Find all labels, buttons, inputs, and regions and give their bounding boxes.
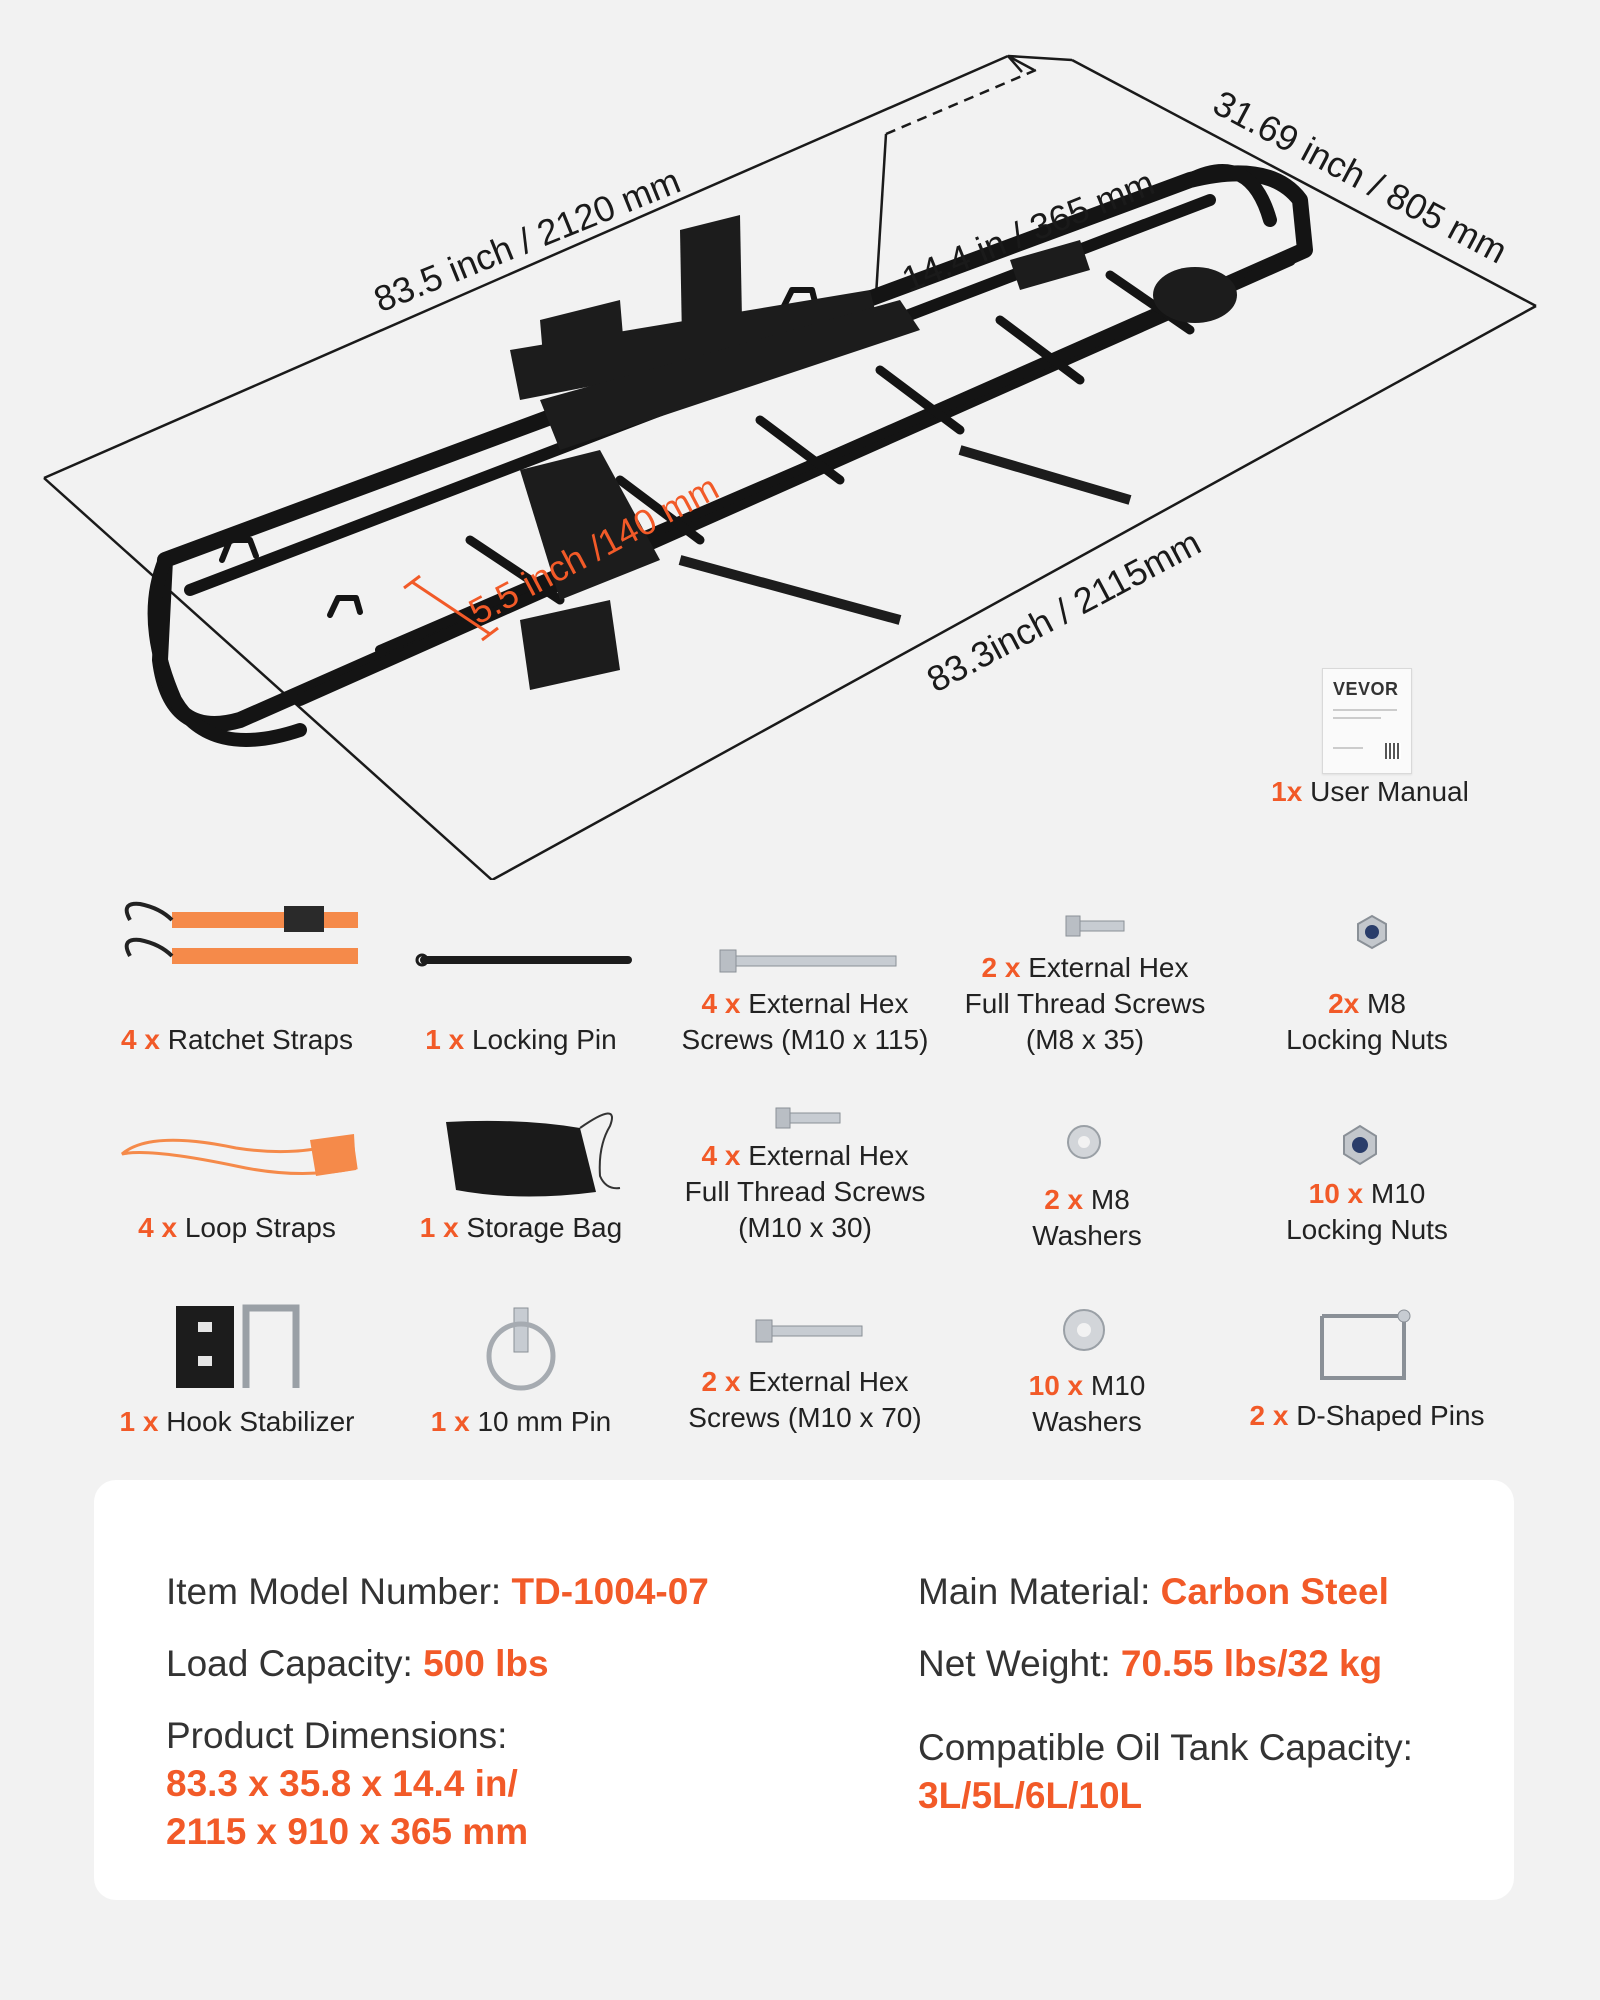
loop-straps-icon — [121, 1134, 358, 1176]
ratchet-straps-icon — [124, 901, 358, 964]
hex-screw-m10x30-icon — [775, 1107, 841, 1129]
parts-illustrations — [121, 901, 1411, 1391]
depth-indicator — [403, 574, 499, 642]
hex-screw-m10x115-icon — [719, 949, 897, 973]
part-caption-hex-screw-m10x70: 2 x External Hex Screws (M10 x 70) — [688, 1366, 922, 1433]
part-caption-storage-bag: 1 x Storage Bag — [419, 1212, 623, 1243]
part-caption-hex-screw-m8x35: 2 x External Hex Full Thread Screws (M8 … — [964, 952, 1206, 1055]
part-caption-hex-screw-m10x30: 4 x External Hex Full Thread Screws (M10… — [684, 1140, 926, 1243]
included-parts: 4 x Ratchet Straps 1 x Locking Pin 4 x E… — [0, 890, 1600, 1450]
product-diagram: 83.5 inch / 2120 mm 31.69 inch / 805 mm … — [0, 0, 1600, 882]
part-caption-hook-stabilizer: 1 x Hook Stabilizer — [119, 1406, 355, 1437]
part-caption-locking-pin: 1 x Locking Pin — [425, 1024, 617, 1055]
height-guide-dashed — [885, 68, 1037, 136]
part-caption-d-shaped-pins: 2 x D-Shaped Pins — [1249, 1400, 1485, 1431]
hex-screw-m8x35-icon — [1065, 915, 1125, 937]
spec-dimensions: Product Dimensions: 83.3 x 35.8 x 14.4 i… — [166, 1715, 529, 1852]
part-caption-ratchet-straps: 4 x Ratchet Straps — [121, 1024, 353, 1055]
spec-oil-capacity: Compatible Oil Tank Capacity: 3L/5L/6L/1… — [918, 1727, 1413, 1816]
dimension-lines — [43, 54, 1537, 882]
manual-brand: VEVOR — [1333, 679, 1399, 699]
storage-bag-icon — [446, 1112, 621, 1197]
carrier-illustration — [43, 54, 1537, 882]
m8-locking-nut-icon — [1357, 914, 1387, 950]
10mm-pin-icon — [486, 1307, 556, 1391]
m10-locking-nut-icon — [1343, 1124, 1377, 1166]
part-caption-m10-locking-nuts: 10 x M10 Locking Nuts — [1286, 1178, 1448, 1245]
part-caption-m8-washers: 2 x M8 Washers — [1032, 1184, 1142, 1251]
m10-washer-icon — [1063, 1309, 1105, 1351]
user-manual-image: VEVOR — [1322, 668, 1412, 774]
hitch-assembly — [510, 215, 1237, 690]
spec-model: Item Model Number: TD-1004-07 — [166, 1571, 709, 1612]
spec-load: Load Capacity: 500 lbs — [166, 1643, 549, 1684]
part-caption-hex-screw-m10x115: 4 x External Hex Screws (M10 x 115) — [681, 988, 929, 1055]
qr-code-icon — [1385, 743, 1401, 759]
spec-material: Main Material: Carbon Steel — [918, 1571, 1389, 1612]
d-shaped-pin-icon — [1320, 1309, 1411, 1380]
part-caption-m8-locking-nuts: 2x M8 Locking Nuts — [1286, 988, 1448, 1055]
hex-screw-m10x70-icon — [755, 1319, 863, 1343]
m8-washer-icon — [1067, 1125, 1101, 1159]
locking-pin-icon — [415, 953, 632, 967]
spec-card: Item Model Number: TD-1004-07 Load Capac… — [94, 1480, 1514, 1900]
part-caption-loop-straps: 4 x Loop Straps — [138, 1212, 336, 1243]
user-manual-caption: 1x User Manual — [1271, 776, 1469, 807]
spec-weight: Net Weight: 70.55 lbs/32 kg — [918, 1643, 1383, 1684]
part-caption-m10-washers: 10 x M10 Washers — [1028, 1370, 1146, 1437]
part-caption-10mm-pin: 1 x 10 mm Pin — [430, 1406, 612, 1437]
carrier-frame — [147, 164, 1313, 747]
hook-stabilizer-icon — [176, 1304, 300, 1388]
